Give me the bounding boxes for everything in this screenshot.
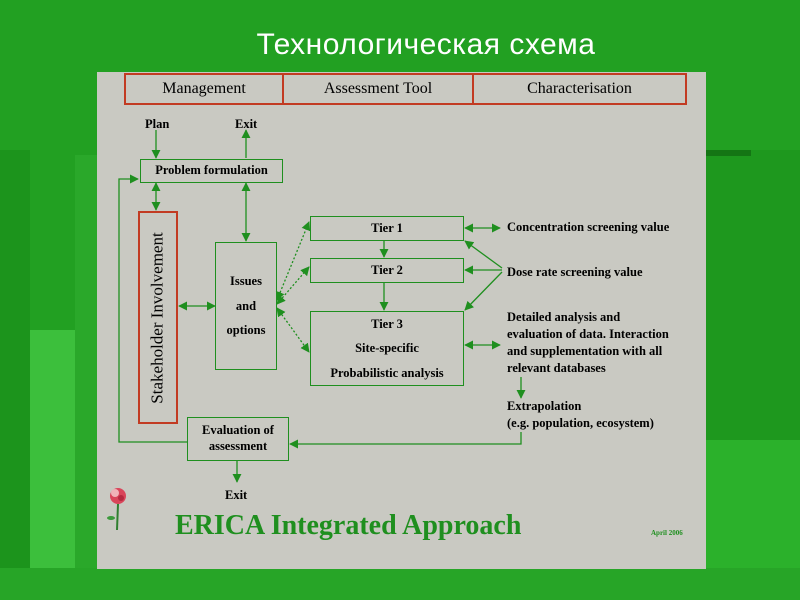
tier3-box: Tier 3 Site-specific Probabilistic analy… bbox=[310, 311, 464, 386]
issues-line-2: and bbox=[235, 298, 257, 313]
evaluation-box: Evaluation of assessment bbox=[187, 417, 289, 461]
issues-options-box: Issues and options bbox=[215, 242, 277, 370]
flow-arrows bbox=[107, 129, 526, 531]
tier2-label: Tier 2 bbox=[371, 262, 403, 277]
exit-top-label: Exit bbox=[235, 117, 258, 131]
detailed-analysis-text: Detailed analysis and evaluation of data… bbox=[507, 309, 669, 377]
extrapolation-text: Extrapolation (e.g. population, ecosyste… bbox=[507, 398, 654, 432]
detailed-line-3: and supplementation with all bbox=[507, 343, 663, 358]
rose-logo bbox=[107, 488, 126, 531]
brand-title: ERICA Integrated Approach bbox=[175, 510, 522, 541]
stakeholder-involvement-label: Stakeholder Involvement bbox=[148, 231, 167, 404]
tier3-line-1: Tier 3 bbox=[371, 316, 403, 331]
evaluation-line-1: Evaluation of bbox=[202, 423, 274, 438]
plan-label: Plan bbox=[145, 117, 170, 131]
tier3-line-2: Site-specific bbox=[355, 341, 419, 356]
tier1-box: Tier 1 bbox=[310, 216, 464, 241]
issues-line-1: Issues bbox=[230, 274, 262, 289]
detailed-line-2: evaluation of data. Interaction bbox=[507, 326, 669, 341]
header-characterisation: Characterisation bbox=[472, 73, 687, 105]
diagram-panel: Management Assessment Tool Characterisat… bbox=[97, 72, 706, 569]
tier3-line-3: Probabilistic analysis bbox=[330, 365, 444, 380]
extrapolation-line-2: (e.g. population, ecosystem) bbox=[507, 415, 654, 430]
problem-formulation-box: Problem formulation bbox=[140, 159, 283, 183]
exit-bottom-label: Exit bbox=[225, 488, 248, 502]
problem-formulation-label: Problem formulation bbox=[155, 163, 268, 178]
date-label: April 2006 bbox=[651, 529, 683, 537]
concentration-label: Concentration screening value bbox=[507, 220, 670, 234]
extrapolation-line-1: Extrapolation bbox=[507, 399, 582, 413]
detailed-line-4: relevant databases bbox=[507, 360, 606, 375]
slide-title: Технологическая схема bbox=[256, 28, 596, 61]
tier1-label: Tier 1 bbox=[371, 220, 403, 235]
stakeholder-involvement-box: Stakeholder Involvement bbox=[138, 211, 178, 424]
evaluation-line-2: assessment bbox=[208, 439, 268, 453]
dose-rate-label: Dose rate screening value bbox=[507, 265, 643, 279]
detailed-line-1: Detailed analysis and bbox=[507, 310, 621, 324]
tier2-box: Tier 2 bbox=[310, 258, 464, 283]
issues-line-3: options bbox=[226, 323, 266, 338]
